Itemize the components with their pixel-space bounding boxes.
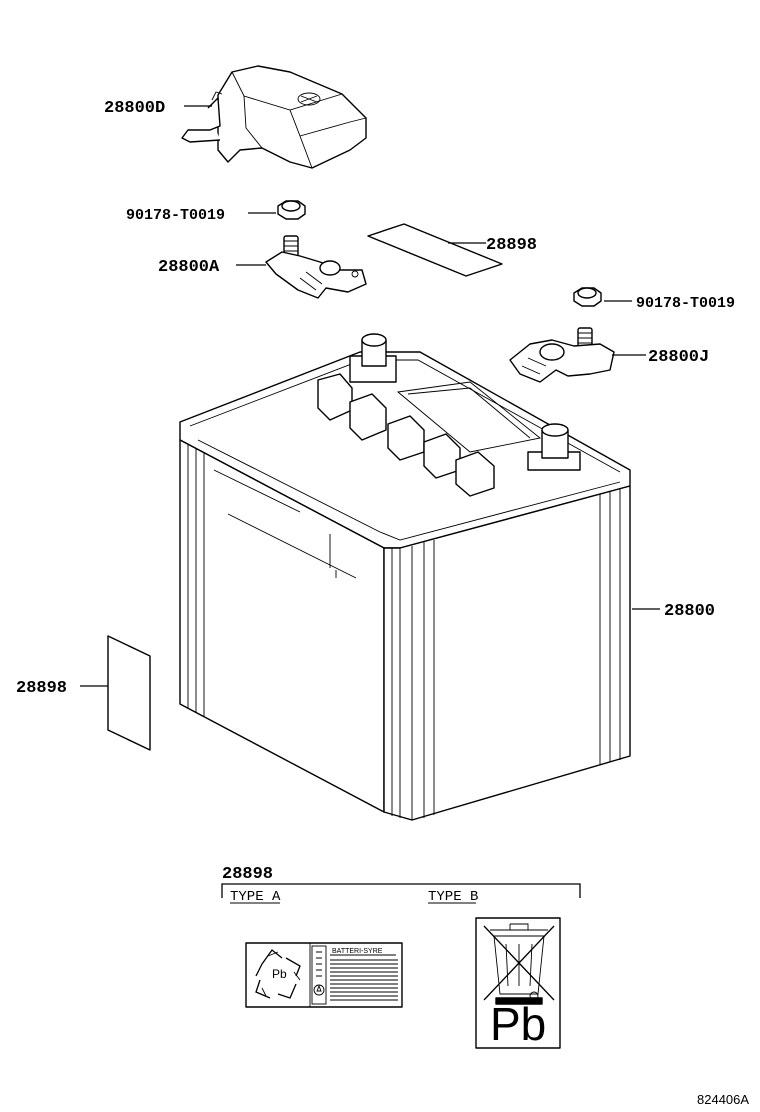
recycle-icon	[255, 949, 301, 999]
callout-28800A[interactable]: 28800A	[158, 258, 220, 277]
type-a-pb-text: Pb	[272, 967, 287, 981]
label-detail-part-number[interactable]: 28898	[222, 865, 273, 884]
callout-90178-T0019-left[interactable]: 90178-T0019	[126, 207, 225, 224]
battery-post-negative	[349, 333, 397, 383]
diagram-reference-code: 824406A	[697, 1092, 749, 1107]
callout-28898-side[interactable]: 28898	[16, 679, 67, 698]
callout-28800J[interactable]: 28800J	[648, 348, 709, 367]
hold-down-cover[interactable]	[181, 65, 367, 169]
flame-warning-icon	[313, 984, 325, 996]
label-sticker-side[interactable]	[107, 635, 151, 751]
type-b-label: TYPE B	[428, 889, 478, 905]
label-detail: 28898 TYPE A TYPE B Pb BATTERI-SYRE	[221, 865, 581, 1050]
terminal-right[interactable]	[509, 327, 615, 383]
type-a-sticker: Pb BATTERI-SYRE	[245, 942, 403, 1008]
callout-90178-T0019-right[interactable]: 90178-T0019	[636, 295, 735, 312]
callout-28898-top[interactable]: 28898	[486, 236, 537, 255]
type-a-heading: BATTERI-SYRE	[332, 948, 383, 955]
crossed-bin-icon	[483, 923, 555, 1005]
label-sticker-top[interactable]	[367, 223, 503, 277]
callout-28800[interactable]: 28800	[664, 602, 715, 621]
callout-28800D[interactable]: 28800D	[104, 99, 165, 118]
type-b-pb-text: Pb	[490, 998, 546, 1050]
type-b-sticker: Pb	[475, 917, 561, 1050]
bolt-right[interactable]	[573, 287, 602, 307]
bolt-left[interactable]	[277, 200, 306, 220]
terminal-left[interactable]	[265, 235, 367, 299]
battery-post-positive	[527, 423, 581, 471]
battery[interactable]	[179, 333, 631, 821]
label-detail-bracket	[221, 883, 581, 898]
type-a-label: TYPE A	[230, 889, 281, 905]
battery-vent-caps	[317, 373, 495, 497]
